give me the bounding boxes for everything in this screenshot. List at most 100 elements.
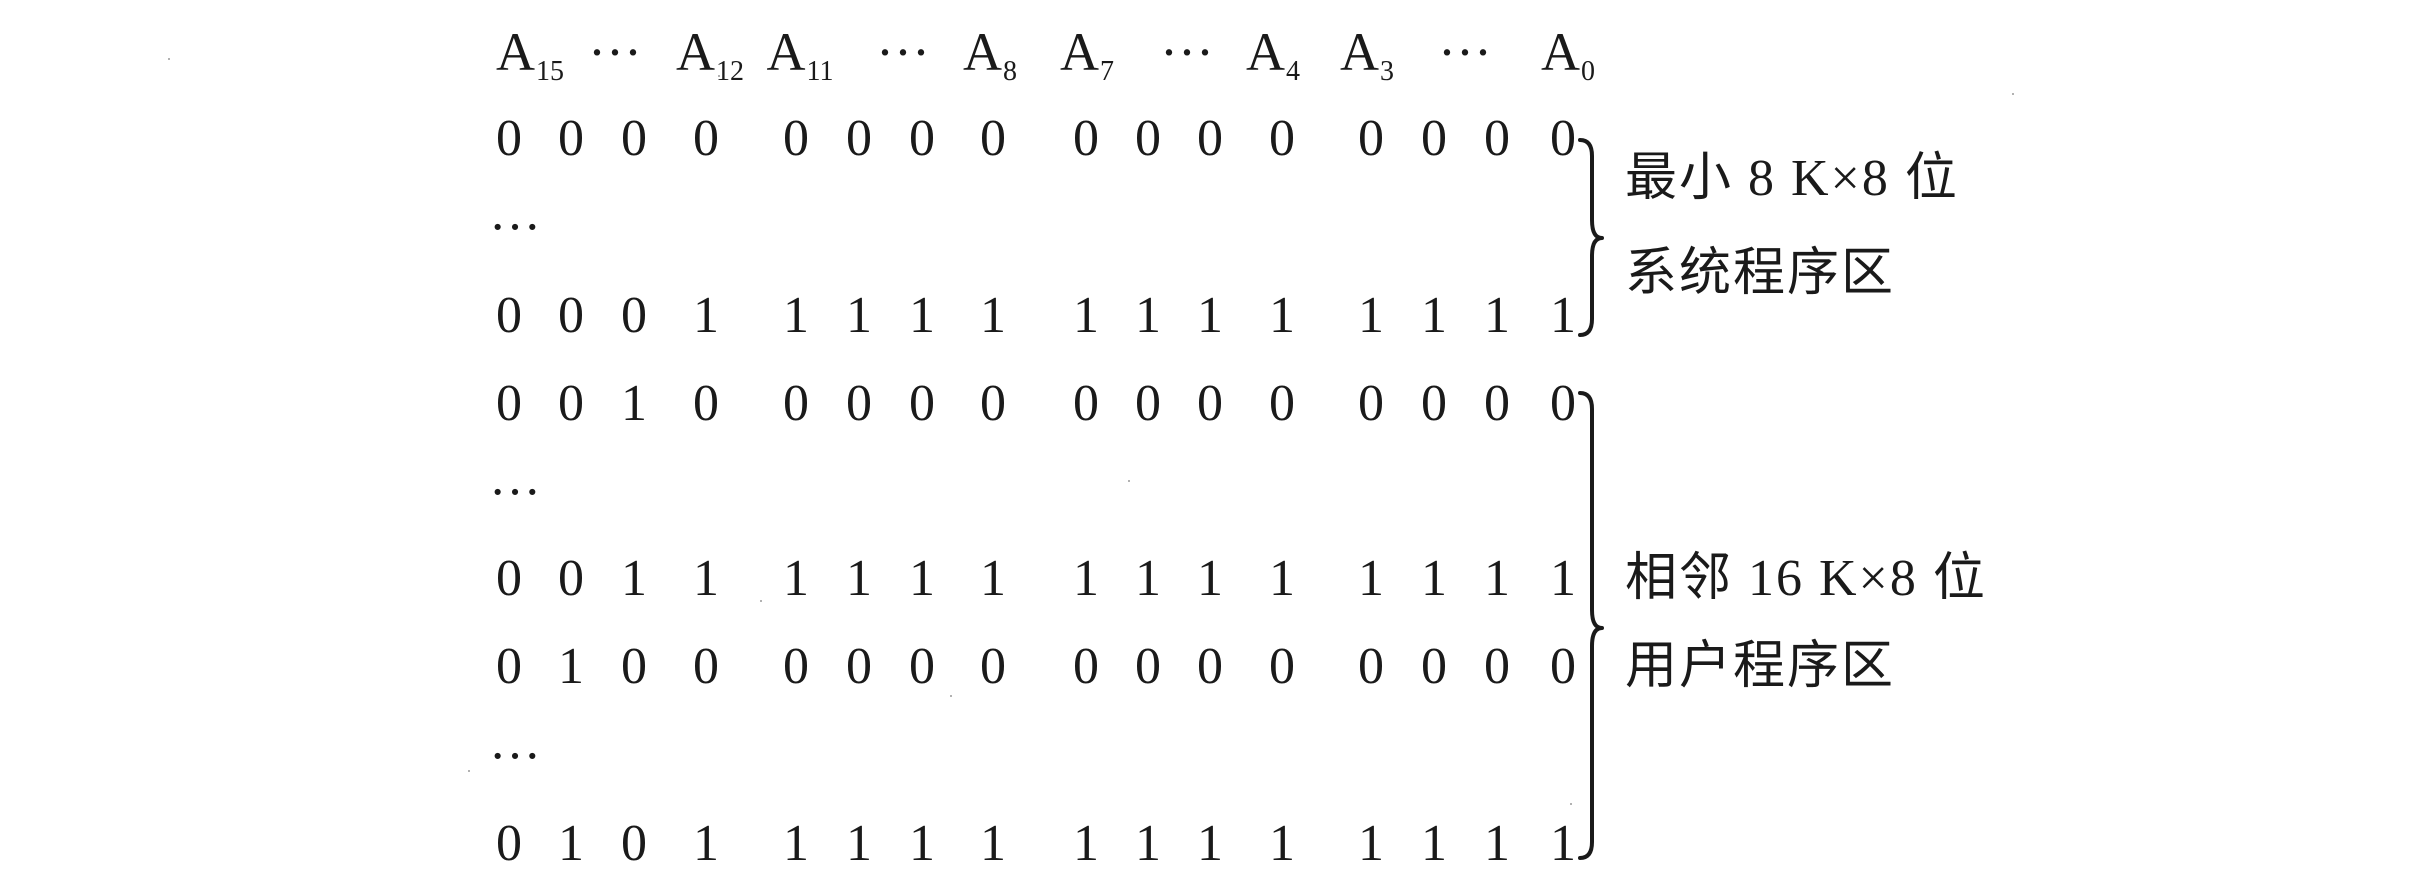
bit-cell: 0 bbox=[1269, 110, 1295, 167]
bit-cell: 0 bbox=[496, 375, 522, 432]
scan-speck bbox=[950, 695, 952, 697]
bit-cell: 1 bbox=[621, 375, 647, 432]
address-line-letter: A bbox=[766, 22, 806, 82]
address-line-letter: A bbox=[496, 22, 535, 82]
bit-cell: 0 bbox=[496, 638, 522, 695]
bit-cell: 0 bbox=[909, 375, 935, 432]
bit-cell: 1 bbox=[1135, 550, 1161, 607]
header-ellipsis: ··· bbox=[1438, 22, 1492, 82]
bit-cell: 0 bbox=[1358, 638, 1384, 695]
bit-cell: 1 bbox=[693, 287, 719, 344]
bit-cell: 1 bbox=[1197, 287, 1223, 344]
address-line-label: A4 bbox=[1246, 22, 1300, 86]
address-line-letter: A bbox=[676, 22, 715, 82]
bit-cell: 0 bbox=[1073, 638, 1099, 695]
row-ellipsis: ··· bbox=[489, 199, 541, 256]
bit-cell: 1 bbox=[909, 815, 935, 872]
bit-cell: 1 bbox=[558, 815, 584, 872]
bit-cell: 0 bbox=[783, 375, 809, 432]
bit-cell: 1 bbox=[693, 550, 719, 607]
bit-cell: 1 bbox=[909, 287, 935, 344]
address-line-label: A15 bbox=[496, 22, 564, 86]
address-line-letter: A bbox=[1246, 22, 1285, 82]
scan-speck bbox=[760, 600, 762, 602]
bit-cell: 0 bbox=[783, 110, 809, 167]
bit-cell: 0 bbox=[621, 815, 647, 872]
bit-cell: 0 bbox=[909, 638, 935, 695]
address-line-index: 4 bbox=[1286, 56, 1300, 87]
bit-cell: 1 bbox=[783, 550, 809, 607]
bit-cell: 1 bbox=[1550, 287, 1576, 344]
address-line-index: 15 bbox=[536, 56, 564, 87]
bit-cell: 0 bbox=[1197, 110, 1223, 167]
bit-cell: 0 bbox=[558, 375, 584, 432]
bit-cell: 1 bbox=[980, 550, 1006, 607]
bit-cell: 1 bbox=[1073, 287, 1099, 344]
address-line-label: A7 bbox=[1060, 25, 1114, 86]
user-region-brace bbox=[1578, 391, 1604, 860]
bit-cell: 0 bbox=[846, 110, 872, 167]
bit-cell: 1 bbox=[846, 287, 872, 344]
bit-cell: 0 bbox=[846, 375, 872, 432]
bit-cell: 0 bbox=[783, 638, 809, 695]
bit-cell: 1 bbox=[783, 287, 809, 344]
scan-speck bbox=[168, 58, 170, 60]
bit-cell: 1 bbox=[846, 550, 872, 607]
bit-cell: 1 bbox=[1484, 550, 1510, 607]
bit-cell: 0 bbox=[1269, 375, 1295, 432]
bit-cell: 0 bbox=[1135, 110, 1161, 167]
scan-speck bbox=[718, 75, 720, 77]
bit-cell: 1 bbox=[621, 550, 647, 607]
address-line-index: 12 bbox=[716, 56, 744, 87]
bit-cell: 0 bbox=[980, 110, 1006, 167]
bit-cell: 0 bbox=[621, 287, 647, 344]
bit-cell: 1 bbox=[1135, 287, 1161, 344]
bit-cell: 0 bbox=[621, 638, 647, 695]
bit-cell: 1 bbox=[1269, 287, 1295, 344]
system-region-name-label: 系统程序区 bbox=[1625, 245, 1896, 302]
bit-cell: 0 bbox=[909, 110, 935, 167]
bit-cell: 1 bbox=[1073, 550, 1099, 607]
bit-cell: 1 bbox=[1197, 815, 1223, 872]
bit-cell: 1 bbox=[1269, 815, 1295, 872]
bit-cell: 1 bbox=[1550, 550, 1576, 607]
bit-cell: 0 bbox=[496, 287, 522, 344]
bit-cell: 0 bbox=[1421, 638, 1447, 695]
scan-speck bbox=[1570, 803, 1572, 805]
bit-cell: 0 bbox=[496, 815, 522, 872]
bit-cell: 0 bbox=[1197, 638, 1223, 695]
bit-cell: 0 bbox=[496, 550, 522, 607]
address-line-index: 7 bbox=[1100, 56, 1114, 87]
address-line-label: A8 bbox=[963, 25, 1017, 86]
bit-cell: 0 bbox=[1358, 110, 1384, 167]
system-region-brace bbox=[1578, 138, 1604, 337]
bit-cell: 1 bbox=[1550, 815, 1576, 872]
address-line-letter: A bbox=[1340, 22, 1379, 82]
bit-cell: 0 bbox=[558, 287, 584, 344]
bit-cell: 0 bbox=[621, 110, 647, 167]
address-line-letter: A bbox=[1541, 22, 1580, 82]
bit-cell: 0 bbox=[1358, 375, 1384, 432]
bit-cell: 0 bbox=[1550, 110, 1576, 167]
address-line-label: A11 bbox=[766, 22, 834, 86]
address-line-label: A3 bbox=[1340, 22, 1394, 86]
bit-cell: 1 bbox=[1421, 550, 1447, 607]
system-region-size-label: 最小 8 K×8 位 bbox=[1625, 150, 1959, 207]
bit-cell: 1 bbox=[1358, 550, 1384, 607]
bit-cell: 0 bbox=[1135, 375, 1161, 432]
user-region-name-label: 用户程序区 bbox=[1625, 638, 1896, 695]
address-line-label: A0 bbox=[1541, 22, 1595, 86]
bit-cell: 1 bbox=[909, 550, 935, 607]
address-line-index: 3 bbox=[1380, 56, 1394, 87]
bit-cell: 0 bbox=[1421, 110, 1447, 167]
row-ellipsis: ··· bbox=[489, 464, 541, 521]
scan-speck bbox=[468, 770, 470, 772]
bit-cell: 1 bbox=[1135, 815, 1161, 872]
address-line-index: 0 bbox=[1581, 56, 1595, 87]
bit-cell: 0 bbox=[1073, 375, 1099, 432]
bit-cell: 0 bbox=[558, 110, 584, 167]
bit-cell: 0 bbox=[1421, 375, 1447, 432]
bit-cell: 0 bbox=[496, 110, 522, 167]
bit-cell: 1 bbox=[1197, 550, 1223, 607]
